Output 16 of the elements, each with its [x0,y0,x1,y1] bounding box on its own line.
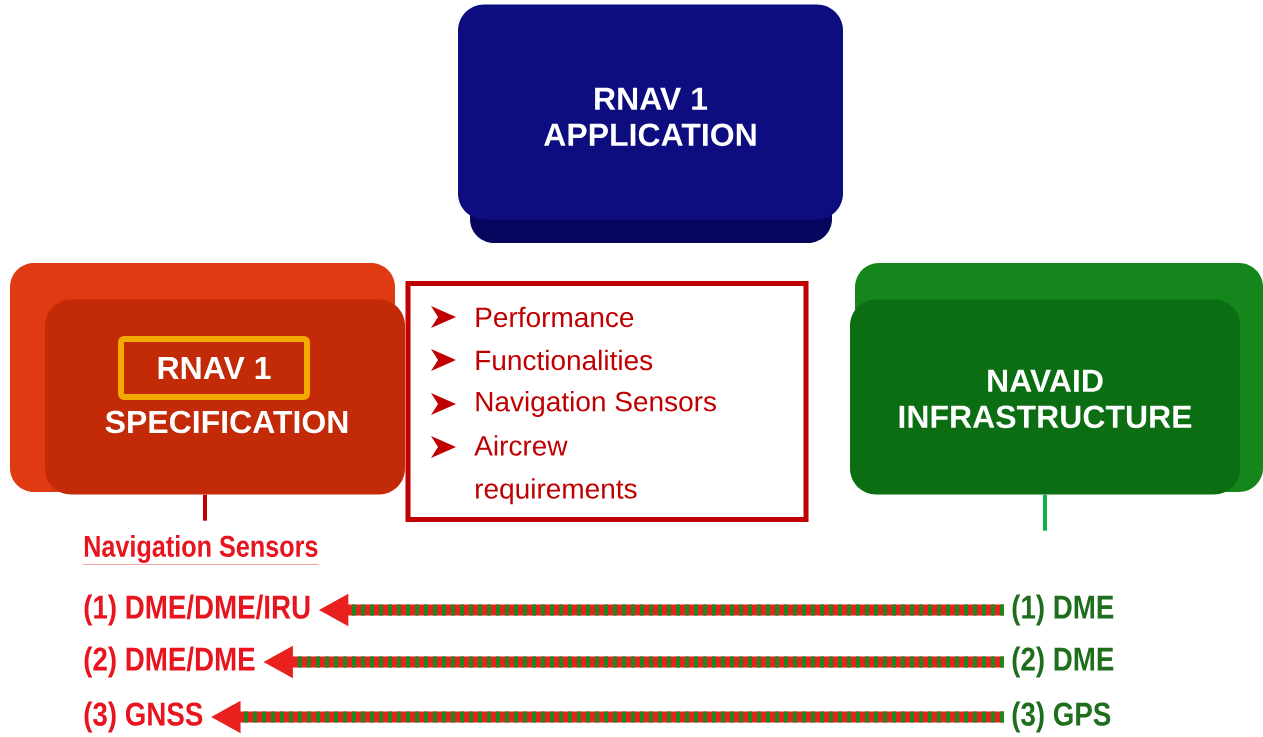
list-item: Navigation Sensors [476,390,716,418]
connector-line [203,494,207,521]
list-item: Aircrew requirements [474,435,637,505]
sensor-text: (1) DME/DME/IRU [84,594,310,626]
sensor-text: (1) DME [1012,594,1114,626]
sensor-text: (2) DME/DME [84,646,255,678]
sensor-text: (3) GPS [1012,701,1111,733]
infrastructure-box: NAVAID INFRASTRUCTURE [850,263,1263,495]
list-item: Performance [476,306,634,328]
heading-text: Navigation Sensors [83,534,319,565]
highlight-box: RNAV 1 [118,336,310,400]
application-box: RNAV 1 APPLICATION [458,4,843,243]
connector-line [1043,494,1047,531]
sensor-text: (2) DME [1012,646,1114,678]
sensor-text: (3) GNSS [84,701,203,733]
list-item: Functionalities [476,349,653,371]
